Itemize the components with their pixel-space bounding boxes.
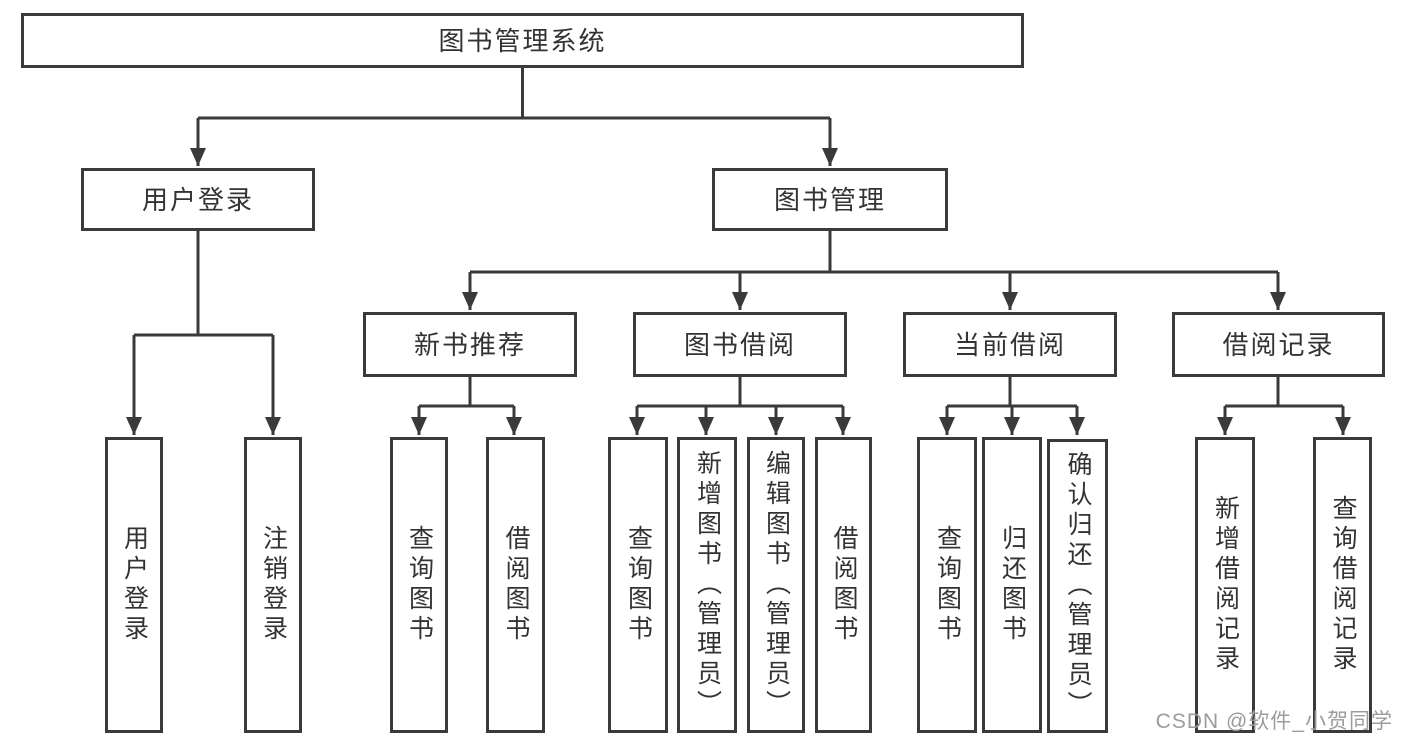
node-label: 新书推荐 (413, 329, 526, 360)
leaf-label: 注销登录 (259, 525, 288, 645)
leaf-confirm-return-admin: 确认归还（管理员） (1047, 439, 1108, 733)
node-label: 图书借阅 (683, 329, 796, 360)
leaf-label: 新增借阅记录 (1211, 495, 1240, 675)
csdn-watermark: CSDN @软件_小贺同学 (1155, 710, 1393, 733)
node-label: 图书管理系统 (438, 25, 607, 56)
leaf-label: 借阅图书 (830, 525, 858, 645)
leaf-add-book-admin: 新增图书（管理员） (677, 437, 737, 733)
leaf-query-books-borrowing: 查询图书 (608, 437, 668, 733)
leaf-borrow-books-borrowing: 借阅图书 (815, 437, 872, 733)
leaf-label: 编辑图书（管理员） (762, 450, 791, 720)
leaf-add-borrow-record: 新增借阅记录 (1195, 437, 1255, 733)
leaf-query-books-recommend: 查询图书 (390, 437, 448, 733)
node-library-management-system: 图书管理系统 (21, 13, 1024, 68)
node-book-management: 图书管理 (712, 168, 948, 231)
leaf-label: 查询图书 (405, 525, 434, 645)
leaf-query-books-current: 查询图书 (917, 437, 977, 733)
leaf-edit-book-admin: 编辑图书（管理员） (747, 437, 805, 733)
leaf-label: 新增图书（管理员） (693, 450, 722, 720)
node-new-book-recommendation: 新书推荐 (363, 312, 577, 377)
leaf-label: 查询借阅记录 (1329, 495, 1357, 675)
leaf-logout: 注销登录 (244, 437, 302, 733)
leaf-label: 借阅图书 (502, 525, 530, 645)
leaf-label: 归还图书 (998, 525, 1027, 645)
node-current-borrowing: 当前借阅 (903, 312, 1117, 377)
leaf-label: 查询图书 (624, 525, 653, 645)
node-user-login: 用户登录 (81, 168, 315, 231)
node-borrowing-records: 借阅记录 (1172, 312, 1385, 377)
node-label: 图书管理 (773, 184, 886, 215)
leaf-query-borrow-record: 查询借阅记录 (1313, 437, 1372, 733)
node-label: 借阅记录 (1222, 329, 1335, 360)
leaf-borrow-books-recommend: 借阅图书 (486, 437, 545, 733)
node-label: 用户登录 (141, 184, 254, 215)
leaf-label: 用户登录 (120, 525, 149, 645)
leaf-user-login: 用户登录 (105, 437, 163, 733)
leaf-label: 确认归还（管理员） (1064, 451, 1092, 721)
leaf-label: 查询图书 (933, 525, 962, 645)
leaf-return-books: 归还图书 (982, 437, 1042, 733)
node-label: 当前借阅 (953, 329, 1066, 360)
node-book-borrowing: 图书借阅 (633, 312, 847, 377)
